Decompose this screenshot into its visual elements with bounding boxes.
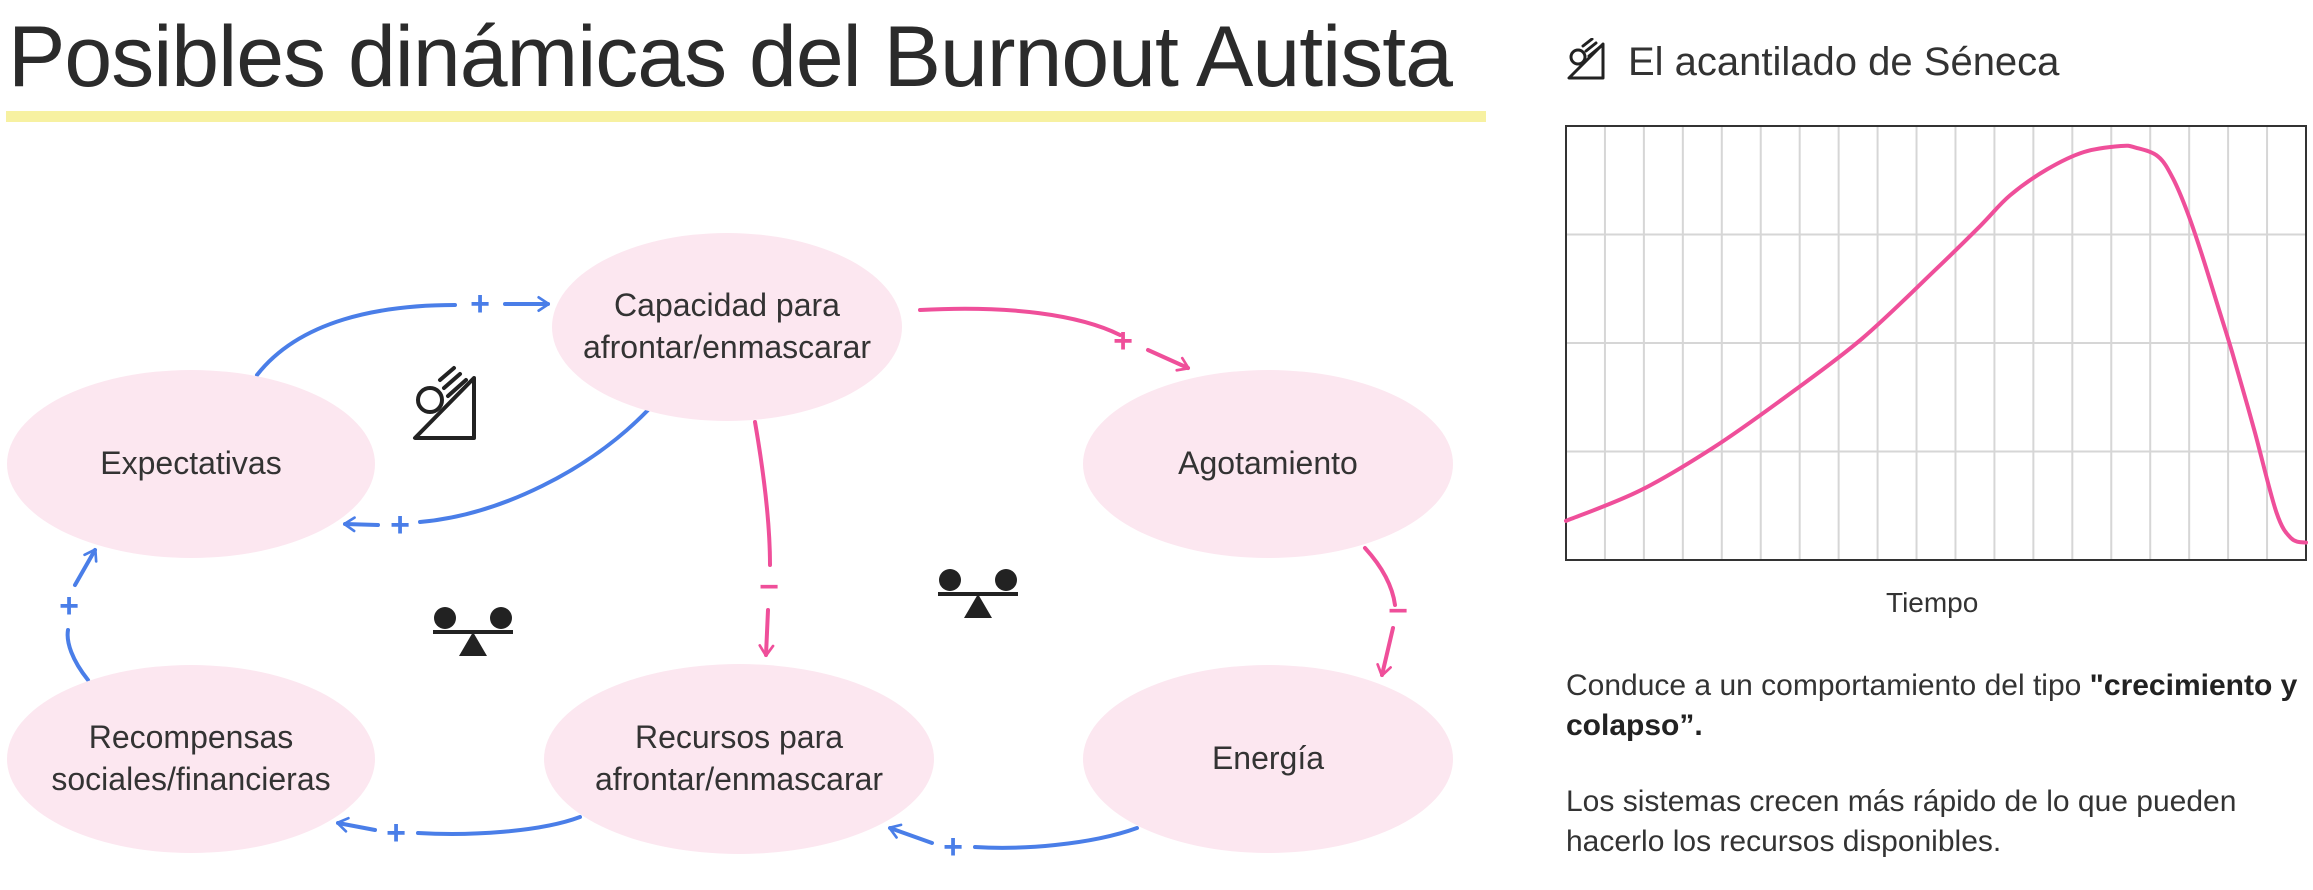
node-energia-label: Energía: [1211, 740, 1325, 777]
link-recursos-recompensas: [416, 815, 582, 836]
x-axis-label: Tiempo: [1886, 587, 1979, 618]
node-recompensas: Recompensas sociales/financieras: [7, 665, 375, 853]
node-recompensas-line1: Recompensas: [88, 719, 294, 756]
balance-icon: [433, 607, 513, 656]
link-energia-recursos: [973, 826, 1139, 850]
description-text: Conduce a un comportamiento del tipo: [1566, 669, 2090, 702]
link-expectativas-capacidad: [255, 303, 457, 377]
node-recursos: Recursos para afrontar/enmascarar: [544, 664, 934, 854]
link-recompensas-expectativas: [65, 628, 90, 682]
node-recursos-line2: afrontar/enmascarar: [594, 761, 884, 797]
node-agotamiento: Agotamiento: [1083, 370, 1453, 558]
node-recompensas-line2: sociales/financieras: [51, 761, 331, 797]
node-energia: Energía: [1083, 665, 1453, 853]
link-capacidad-recursos-dash: [758, 608, 775, 657]
seneca-curve: [1564, 143, 2308, 545]
description-emphasis: "crecimiento y colapso”.: [1566, 669, 2298, 742]
node-expectativas-label: Expectativas: [100, 445, 282, 482]
link-agotamiento-energia: [1363, 546, 1397, 607]
cliff-icon: [1567, 38, 1605, 80]
description-paragraph-1: Conduce a un comportamiento del tipo "cr…: [1566, 666, 2306, 746]
link-recursos-recompensas-dash: [336, 816, 377, 833]
link-agotamiento-energia-dash: [1376, 626, 1395, 677]
link-capacidad-expectativas: [418, 408, 650, 524]
link-capacidad-agotamiento-dash: [1146, 348, 1190, 372]
node-agotamiento-label: Agotamiento: [1178, 445, 1358, 482]
seneca-chart: [1564, 125, 2308, 561]
node-capacidad-line2: afrontar/enmascarar: [582, 329, 872, 365]
link-capacidad-recursos: [753, 420, 772, 567]
polarity-plus: +: [1113, 322, 1133, 360]
description-paragraph-2: Los sistemas crecen más rápido de lo que…: [1566, 785, 2237, 858]
polarity-plus: +: [390, 506, 410, 544]
link-energia-recursos-dash: [888, 823, 934, 845]
polarity-plus: +: [386, 814, 406, 852]
link-recompensas-expectativas-dash: [73, 548, 98, 587]
polarity-plus: +: [470, 285, 490, 323]
seneca-title: El acantilado de Séneca: [1628, 40, 2060, 84]
node-capacidad: Capacidad para afrontar/enmascarar: [552, 233, 902, 421]
chart-frame: [1565, 125, 2307, 561]
title-highlight: [6, 111, 1486, 122]
polarity-plus: +: [943, 828, 963, 866]
node-capacidad-line1: Capacidad para: [614, 287, 840, 324]
causal-loop-diagram: + + + − − + + +: [59, 285, 1408, 866]
link-capacidad-agotamiento: [918, 306, 1122, 337]
polarity-plus: +: [59, 587, 79, 625]
polarity-minus: −: [759, 568, 779, 606]
polarity-minus: −: [1388, 592, 1408, 630]
node-recursos-line1: Recursos para: [634, 719, 844, 756]
link-capacidad-expectativas-dash: [343, 516, 380, 533]
node-expectativas: Expectativas: [7, 370, 375, 558]
cliff-icon: [413, 366, 476, 440]
page-title: Posibles dinámicas del Burnout Autista: [8, 9, 1453, 105]
balance-icon: [938, 569, 1018, 618]
